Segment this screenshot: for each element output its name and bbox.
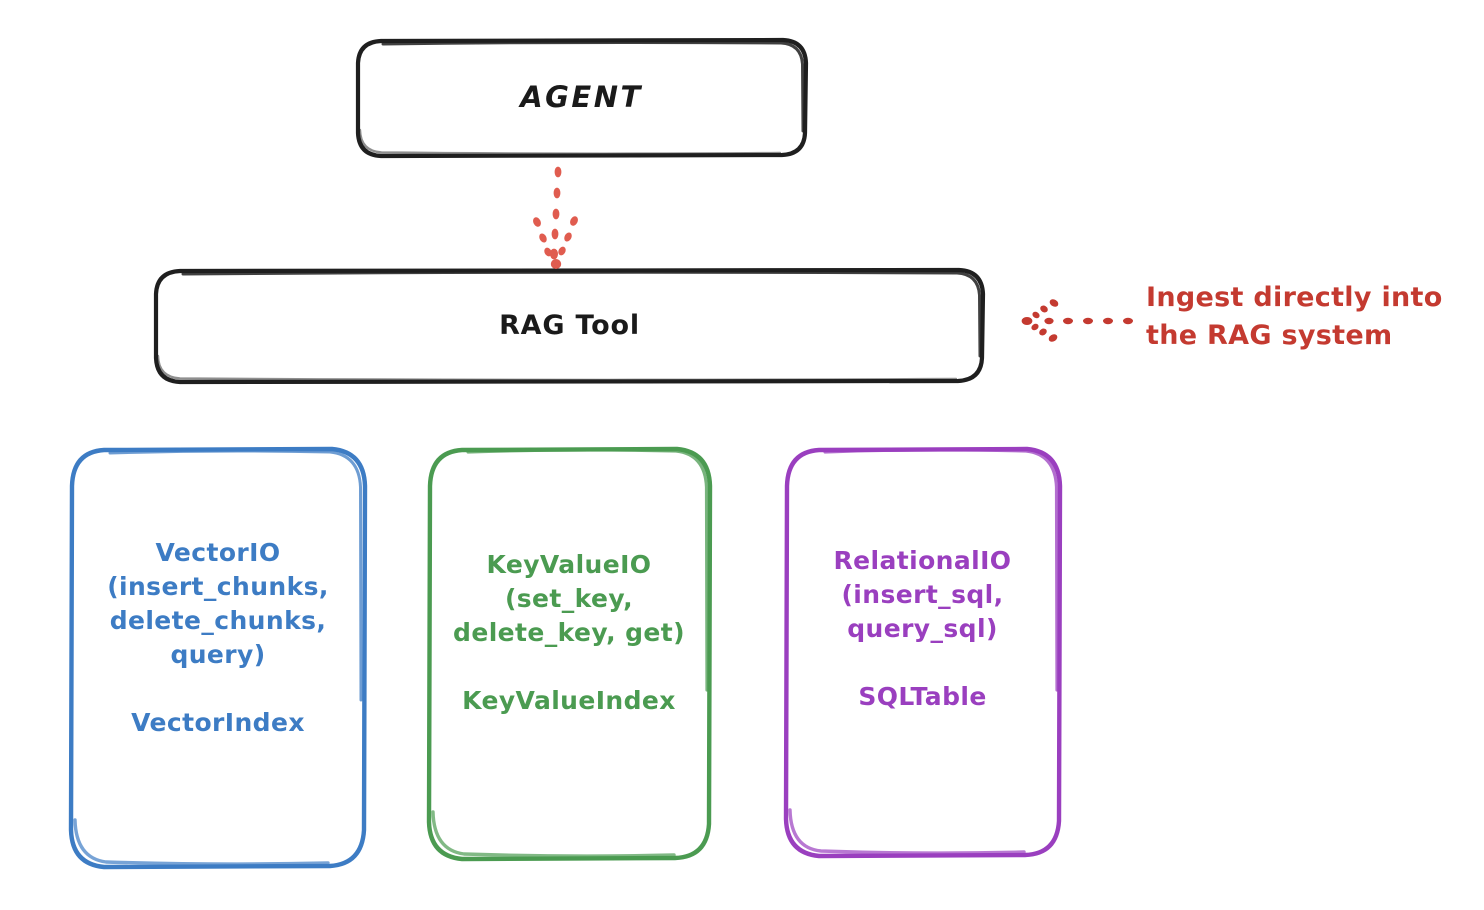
node-vector-io[interactable]: VectorIO (insert_chunks, delete_chunks, … <box>70 448 366 866</box>
rag-tool-box-outline <box>153 267 986 385</box>
relational-io-label: RelationalIO (insert_sql, query_sql) SQL… <box>833 546 1012 711</box>
rag-tool-label: RAG Tool <box>499 310 640 342</box>
ingest-annotation-text: Ingest directly into the RAG system <box>1146 282 1443 352</box>
agent-box-outline <box>355 37 809 159</box>
agent-label: AGENT <box>520 79 643 114</box>
relational-io-box-outline <box>783 446 1063 859</box>
agent-to-rag-dotted-arrow <box>533 166 578 269</box>
node-key-value-io[interactable]: KeyValueIO (set_key, delete_key, get) Ke… <box>428 448 710 858</box>
vector-io-box-outline <box>68 446 368 870</box>
key-value-io-box-outline <box>426 446 713 862</box>
node-rag-tool[interactable]: RAG Tool <box>155 270 984 382</box>
key-value-io-label: KeyValueIO (set_key, delete_key, get) Ke… <box>453 550 685 715</box>
node-agent[interactable]: AGENT <box>357 40 806 155</box>
node-relational-io[interactable]: RelationalIO (insert_sql, query_sql) SQL… <box>786 448 1059 855</box>
ingest-dotted-arrow <box>1021 299 1133 342</box>
vector-io-label: VectorIO (insert_chunks, delete_chunks, … <box>107 538 329 737</box>
